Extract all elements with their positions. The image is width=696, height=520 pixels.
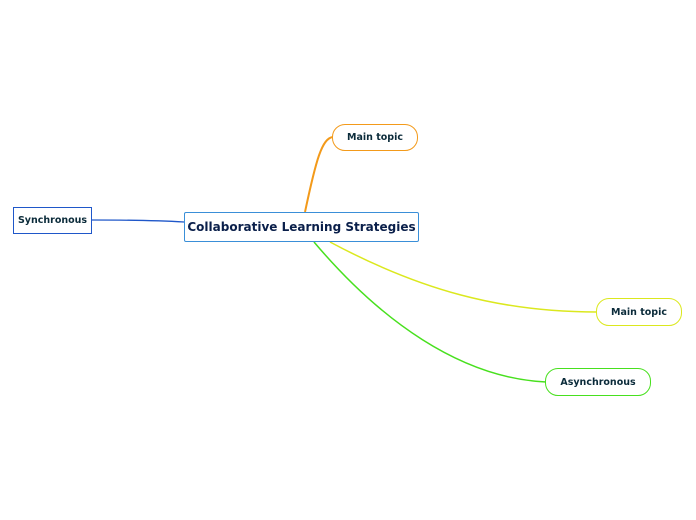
- synchronous-node[interactable]: Synchronous: [13, 207, 92, 234]
- connector-central-to-asynchronous: [313, 241, 547, 383]
- main-topic-node-orange[interactable]: Main topic: [332, 124, 418, 151]
- main-topic-label-yellow: Main topic: [611, 306, 667, 318]
- central-topic-label: Collaborative Learning Strategies: [187, 220, 416, 234]
- central-topic-node[interactable]: Collaborative Learning Strategies: [184, 212, 419, 242]
- main-topic-label-orange: Main topic: [347, 132, 403, 143]
- main-topic-node-yellow[interactable]: Main topic: [596, 298, 682, 326]
- asynchronous-node[interactable]: Asynchronous: [545, 368, 651, 396]
- asynchronous-label: Asynchronous: [560, 376, 636, 388]
- connector-central-to-main-topic-orange: [304, 136, 334, 213]
- synchronous-label: Synchronous: [17, 215, 88, 226]
- connector-central-to-main-topic-yellow: [329, 241, 598, 313]
- connector-central-to-synchronous: [91, 219, 185, 223]
